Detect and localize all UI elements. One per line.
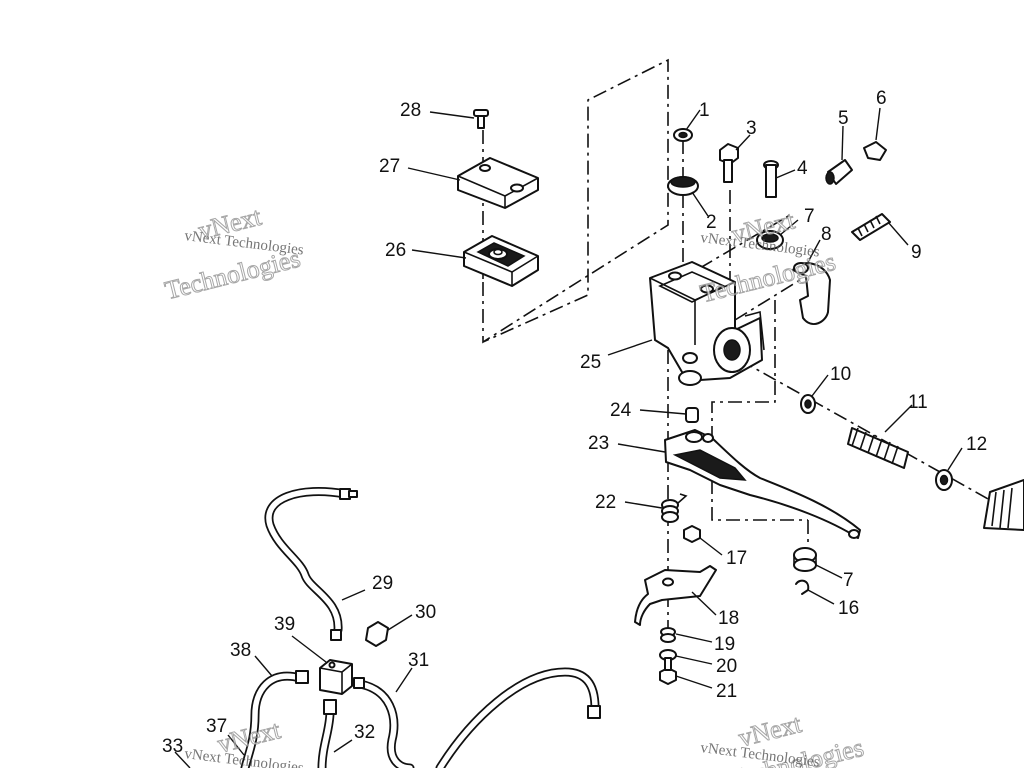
callout-7-lower: 7 [843, 570, 854, 591]
pivot-pin-part-4 [763, 160, 779, 198]
brake-lever [664, 429, 861, 539]
callout-30: 30 [415, 602, 436, 623]
callout-25: 25 [580, 352, 601, 373]
screw-part-21 [659, 657, 677, 685]
callout-31: 31 [408, 650, 429, 671]
callout-19: 19 [714, 634, 735, 655]
callout-9: 9 [911, 242, 922, 263]
callout-21: 21 [716, 681, 737, 702]
screw-part-9 [851, 213, 891, 241]
callout-27: 27 [379, 156, 400, 177]
leader-lines [174, 107, 963, 768]
switch-bracket-part-18 [634, 565, 717, 626]
callout-20: 20 [716, 656, 737, 677]
spring-part-11 [847, 427, 909, 469]
bushing-part-7-upper [756, 230, 784, 250]
callout-18: 18 [718, 608, 739, 629]
reservoir-diaphragm [463, 235, 539, 287]
grip-cylinder-part [983, 479, 1024, 531]
master-cylinder-body [649, 261, 765, 386]
callout-12: 12 [966, 434, 987, 455]
nut-part-17 [683, 525, 701, 543]
callout-4: 4 [797, 158, 808, 179]
callout-39: 39 [274, 614, 295, 635]
callout-3: 3 [746, 118, 757, 139]
clip-part-16 [795, 579, 810, 595]
callout-labels: 1 2 3 4 5 6 7 8 9 10 11 12 17 7 16 18 19… [162, 88, 987, 757]
callout-33: 33 [162, 736, 183, 757]
bolt-part-3 [719, 143, 739, 183]
callout-6: 6 [876, 88, 887, 109]
adjuster-part-5 [825, 159, 853, 185]
callout-10: 10 [830, 364, 851, 385]
callout-8: 8 [821, 224, 832, 245]
callout-26: 26 [385, 240, 406, 261]
callout-29: 29 [372, 573, 393, 594]
reservoir-cap [457, 157, 539, 209]
assembly-guide-lines [482, 58, 991, 640]
brake-hose-part-38 [240, 670, 309, 768]
callout-37: 37 [206, 716, 227, 737]
callout-32: 32 [354, 722, 375, 743]
distribution-block-part-39 [319, 659, 353, 695]
washer-part-10 [800, 394, 816, 414]
callout-17: 17 [726, 548, 747, 569]
callout-1: 1 [699, 100, 710, 121]
washer-part-12 [935, 469, 953, 491]
callout-7-upper: 7 [804, 206, 815, 227]
boot-part-2 [667, 176, 699, 196]
callout-24: 24 [610, 400, 632, 421]
bushing-part-7-lower [793, 547, 817, 572]
pivot-bushing-part-24 [685, 407, 699, 423]
brake-hose-part-32 [317, 699, 337, 768]
washer-part-19 [660, 627, 676, 643]
banjo-bolt-part-30 [365, 621, 389, 647]
callout-28: 28 [400, 100, 421, 121]
clamp-part-8 [792, 262, 831, 326]
cap-part-6 [863, 141, 887, 161]
callout-23: 23 [588, 433, 609, 454]
spring-part-22 [661, 493, 688, 523]
callout-2: 2 [706, 212, 717, 233]
callout-22: 22 [595, 492, 616, 513]
callout-38: 38 [230, 640, 251, 661]
callout-16: 16 [838, 598, 859, 619]
o-ring-part-1 [673, 128, 693, 142]
callout-11: 11 [908, 392, 928, 413]
reservoir-screw [473, 109, 489, 129]
brake-hose-part-31 [353, 667, 601, 768]
brake-hose-part-29 [264, 487, 358, 641]
callout-5: 5 [838, 108, 849, 129]
